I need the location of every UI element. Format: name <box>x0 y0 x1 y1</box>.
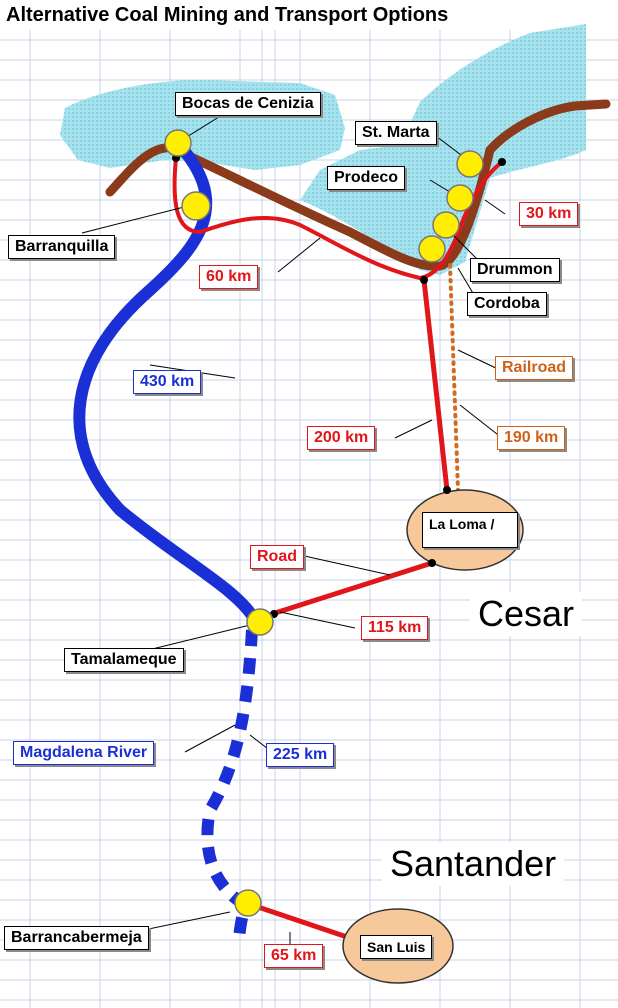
label-60km: 60 km <box>199 265 259 289</box>
barrancabermeja-node <box>234 889 262 917</box>
label-railroad: Railroad <box>495 356 574 380</box>
label-bocas-de-cenizia: Bocas de Cenizia <box>175 92 321 116</box>
region-cesar: Cesar <box>470 592 583 636</box>
region-santander: Santander <box>382 842 565 886</box>
sea-area-east <box>300 24 586 275</box>
drummon-node <box>432 211 460 239</box>
road-route-115km <box>271 560 433 617</box>
port-nodes <box>164 129 484 917</box>
label-225km: 225 km <box>266 743 335 767</box>
label-road: Road <box>250 545 304 569</box>
river-route-225km <box>201 629 258 948</box>
label-drummon: Drummon <box>470 258 560 282</box>
river-route-430km <box>73 142 262 628</box>
label-st-marta: St. Marta <box>355 121 437 145</box>
road-route-65km <box>251 902 351 941</box>
road-route-200km <box>421 279 450 491</box>
label-cordoba: Cordoba <box>467 292 547 316</box>
cordoba-node <box>418 235 446 263</box>
page-title: Alternative Coal Mining and Transport Op… <box>6 4 449 26</box>
label-190km: 190 km <box>497 426 566 450</box>
label-la-loma: La Loma / <box>422 512 518 548</box>
label-barrancabermeja: Barrancabermeja <box>4 926 149 950</box>
st-marta-node <box>456 150 484 178</box>
label-barranquilla: Barranquilla <box>8 235 116 259</box>
bocas-node <box>164 129 192 157</box>
label-san-luis: San Luis <box>360 935 433 959</box>
tamalameque-node <box>246 608 274 636</box>
label-200km: 200 km <box>307 426 376 450</box>
label-tamalameque: Tamalameque <box>64 648 184 672</box>
label-prodeco: Prodeco <box>327 166 406 190</box>
label-65km: 65 km <box>264 944 324 968</box>
road-route-60km <box>172 157 504 281</box>
label-430km: 430 km <box>133 370 202 394</box>
railroad-route-190km <box>448 263 460 492</box>
label-magdalena-river: Magdalena River <box>13 741 155 765</box>
label-30km: 30 km <box>519 202 579 226</box>
barranquilla-node <box>181 191 211 221</box>
label-115km: 115 km <box>361 616 429 640</box>
prodeco-node <box>446 184 474 212</box>
